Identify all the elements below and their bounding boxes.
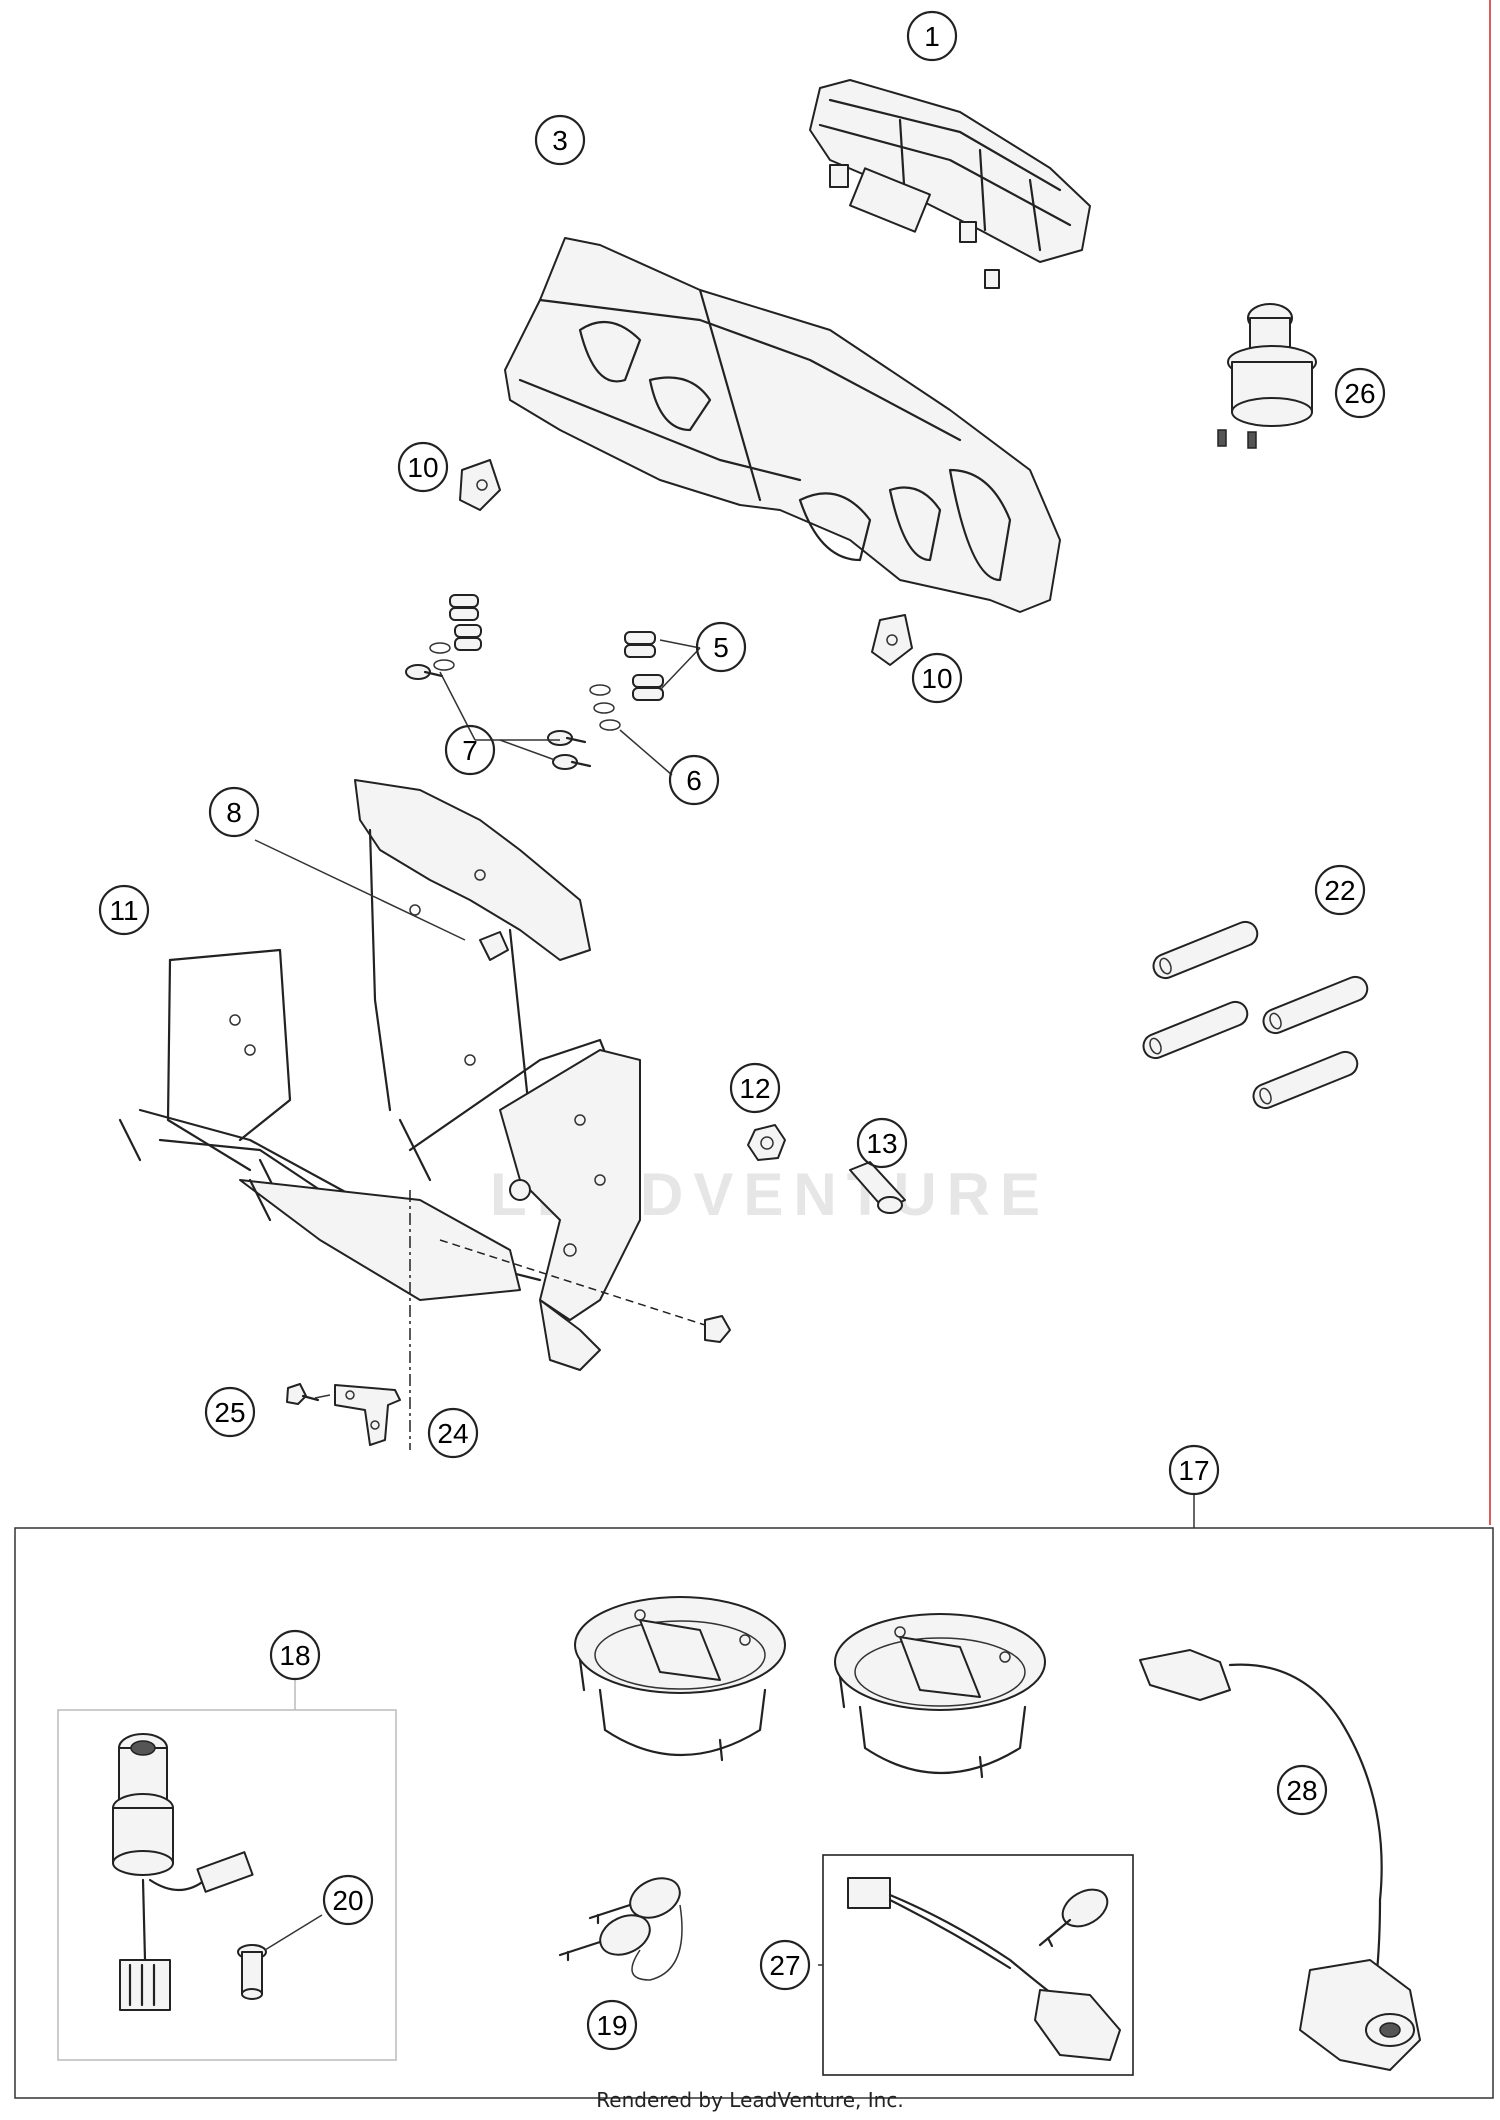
callout-12: 12	[729, 1062, 781, 1114]
part-wiring-harness	[847, 1877, 1121, 2061]
callout-5: 5	[695, 621, 747, 673]
callout-25: 25	[204, 1386, 256, 1438]
callout-28: 28	[1276, 1764, 1328, 1816]
callout-18: 18	[269, 1629, 321, 1681]
callout-19: 19	[586, 1999, 638, 2051]
part-seat-lock-cable	[1139, 1649, 1421, 2071]
svg-text:8: 8	[226, 797, 242, 828]
part-tube-covers	[1142, 920, 1369, 1110]
part-lock-screw	[237, 1914, 323, 2000]
part-clip-lower	[871, 614, 913, 666]
callout-3: 3	[534, 114, 586, 166]
part-headlight-mask	[504, 237, 1061, 613]
part-washers	[429, 642, 621, 731]
callout-10-lower: 10	[911, 652, 963, 704]
part-ignition-lock	[112, 1733, 254, 2011]
svg-text:10: 10	[921, 663, 952, 694]
ignition-lock-subgroup-box	[57, 1680, 397, 2061]
callout-17: 17	[1168, 1444, 1220, 1496]
part-power-socket	[1217, 303, 1317, 449]
part-fuel-cap-right	[834, 1613, 1046, 1779]
svg-text:27: 27	[769, 1950, 800, 1981]
callout-22: 22	[1314, 864, 1366, 916]
svg-text:19: 19	[596, 2010, 627, 2041]
footer-credit: Rendered by LeadVenture, Inc.	[596, 2088, 904, 2112]
svg-text:13: 13	[866, 1128, 897, 1159]
part-clip-upper	[459, 459, 501, 511]
svg-text:24: 24	[437, 1418, 468, 1449]
svg-text:11: 11	[109, 895, 138, 926]
svg-text:18: 18	[279, 1640, 310, 1671]
leader-lines	[254, 639, 701, 1399]
svg-text:3: 3	[552, 125, 568, 156]
svg-text:7: 7	[462, 735, 478, 766]
svg-text:20: 20	[332, 1885, 363, 1916]
svg-text:28: 28	[1286, 1775, 1317, 1806]
svg-text:12: 12	[739, 1073, 770, 1104]
wiring-subgroup-box	[818, 1854, 1134, 2076]
callout-27: 27	[759, 1939, 811, 1991]
part-nut	[747, 1124, 786, 1161]
svg-text:1: 1	[924, 21, 940, 52]
callout-11: 11	[98, 884, 150, 936]
svg-text:17: 17	[1178, 1455, 1209, 1486]
part-small-bolt	[286, 1383, 320, 1405]
svg-text:6: 6	[686, 765, 702, 796]
callout-8: 8	[208, 786, 260, 838]
part-keys	[558, 1877, 683, 1981]
callout-26: 26	[1334, 367, 1386, 419]
part-mounting-bracket	[118, 779, 642, 1371]
callout-10-upper: 10	[397, 441, 449, 493]
svg-text:26: 26	[1344, 378, 1375, 409]
svg-text:25: 25	[214, 1397, 245, 1428]
callout-20: 20	[322, 1874, 374, 1926]
part-fuel-cap-left	[574, 1596, 786, 1762]
callout-1: 1	[906, 10, 958, 62]
part-small-bracket	[334, 1190, 411, 1450]
callout-24: 24	[427, 1407, 479, 1459]
svg-text:5: 5	[713, 632, 729, 663]
callout-7: 7	[444, 724, 496, 776]
part-bolt-lower	[439, 1239, 731, 1343]
part-grommets	[449, 594, 664, 701]
lock-set-group-box	[14, 1495, 1494, 2099]
svg-text:10: 10	[407, 452, 438, 483]
callout-13: 13	[856, 1117, 908, 1169]
svg-text:22: 22	[1324, 875, 1355, 906]
part-instrument-cluster	[809, 79, 1091, 289]
callout-6: 6	[668, 754, 720, 806]
part-screws	[405, 664, 592, 770]
callouts: 1 3 26 10 10 5 7 6 8 11 22 12 13 25 24 1…	[98, 10, 1386, 2051]
part-spacer-pin	[849, 1161, 906, 1214]
